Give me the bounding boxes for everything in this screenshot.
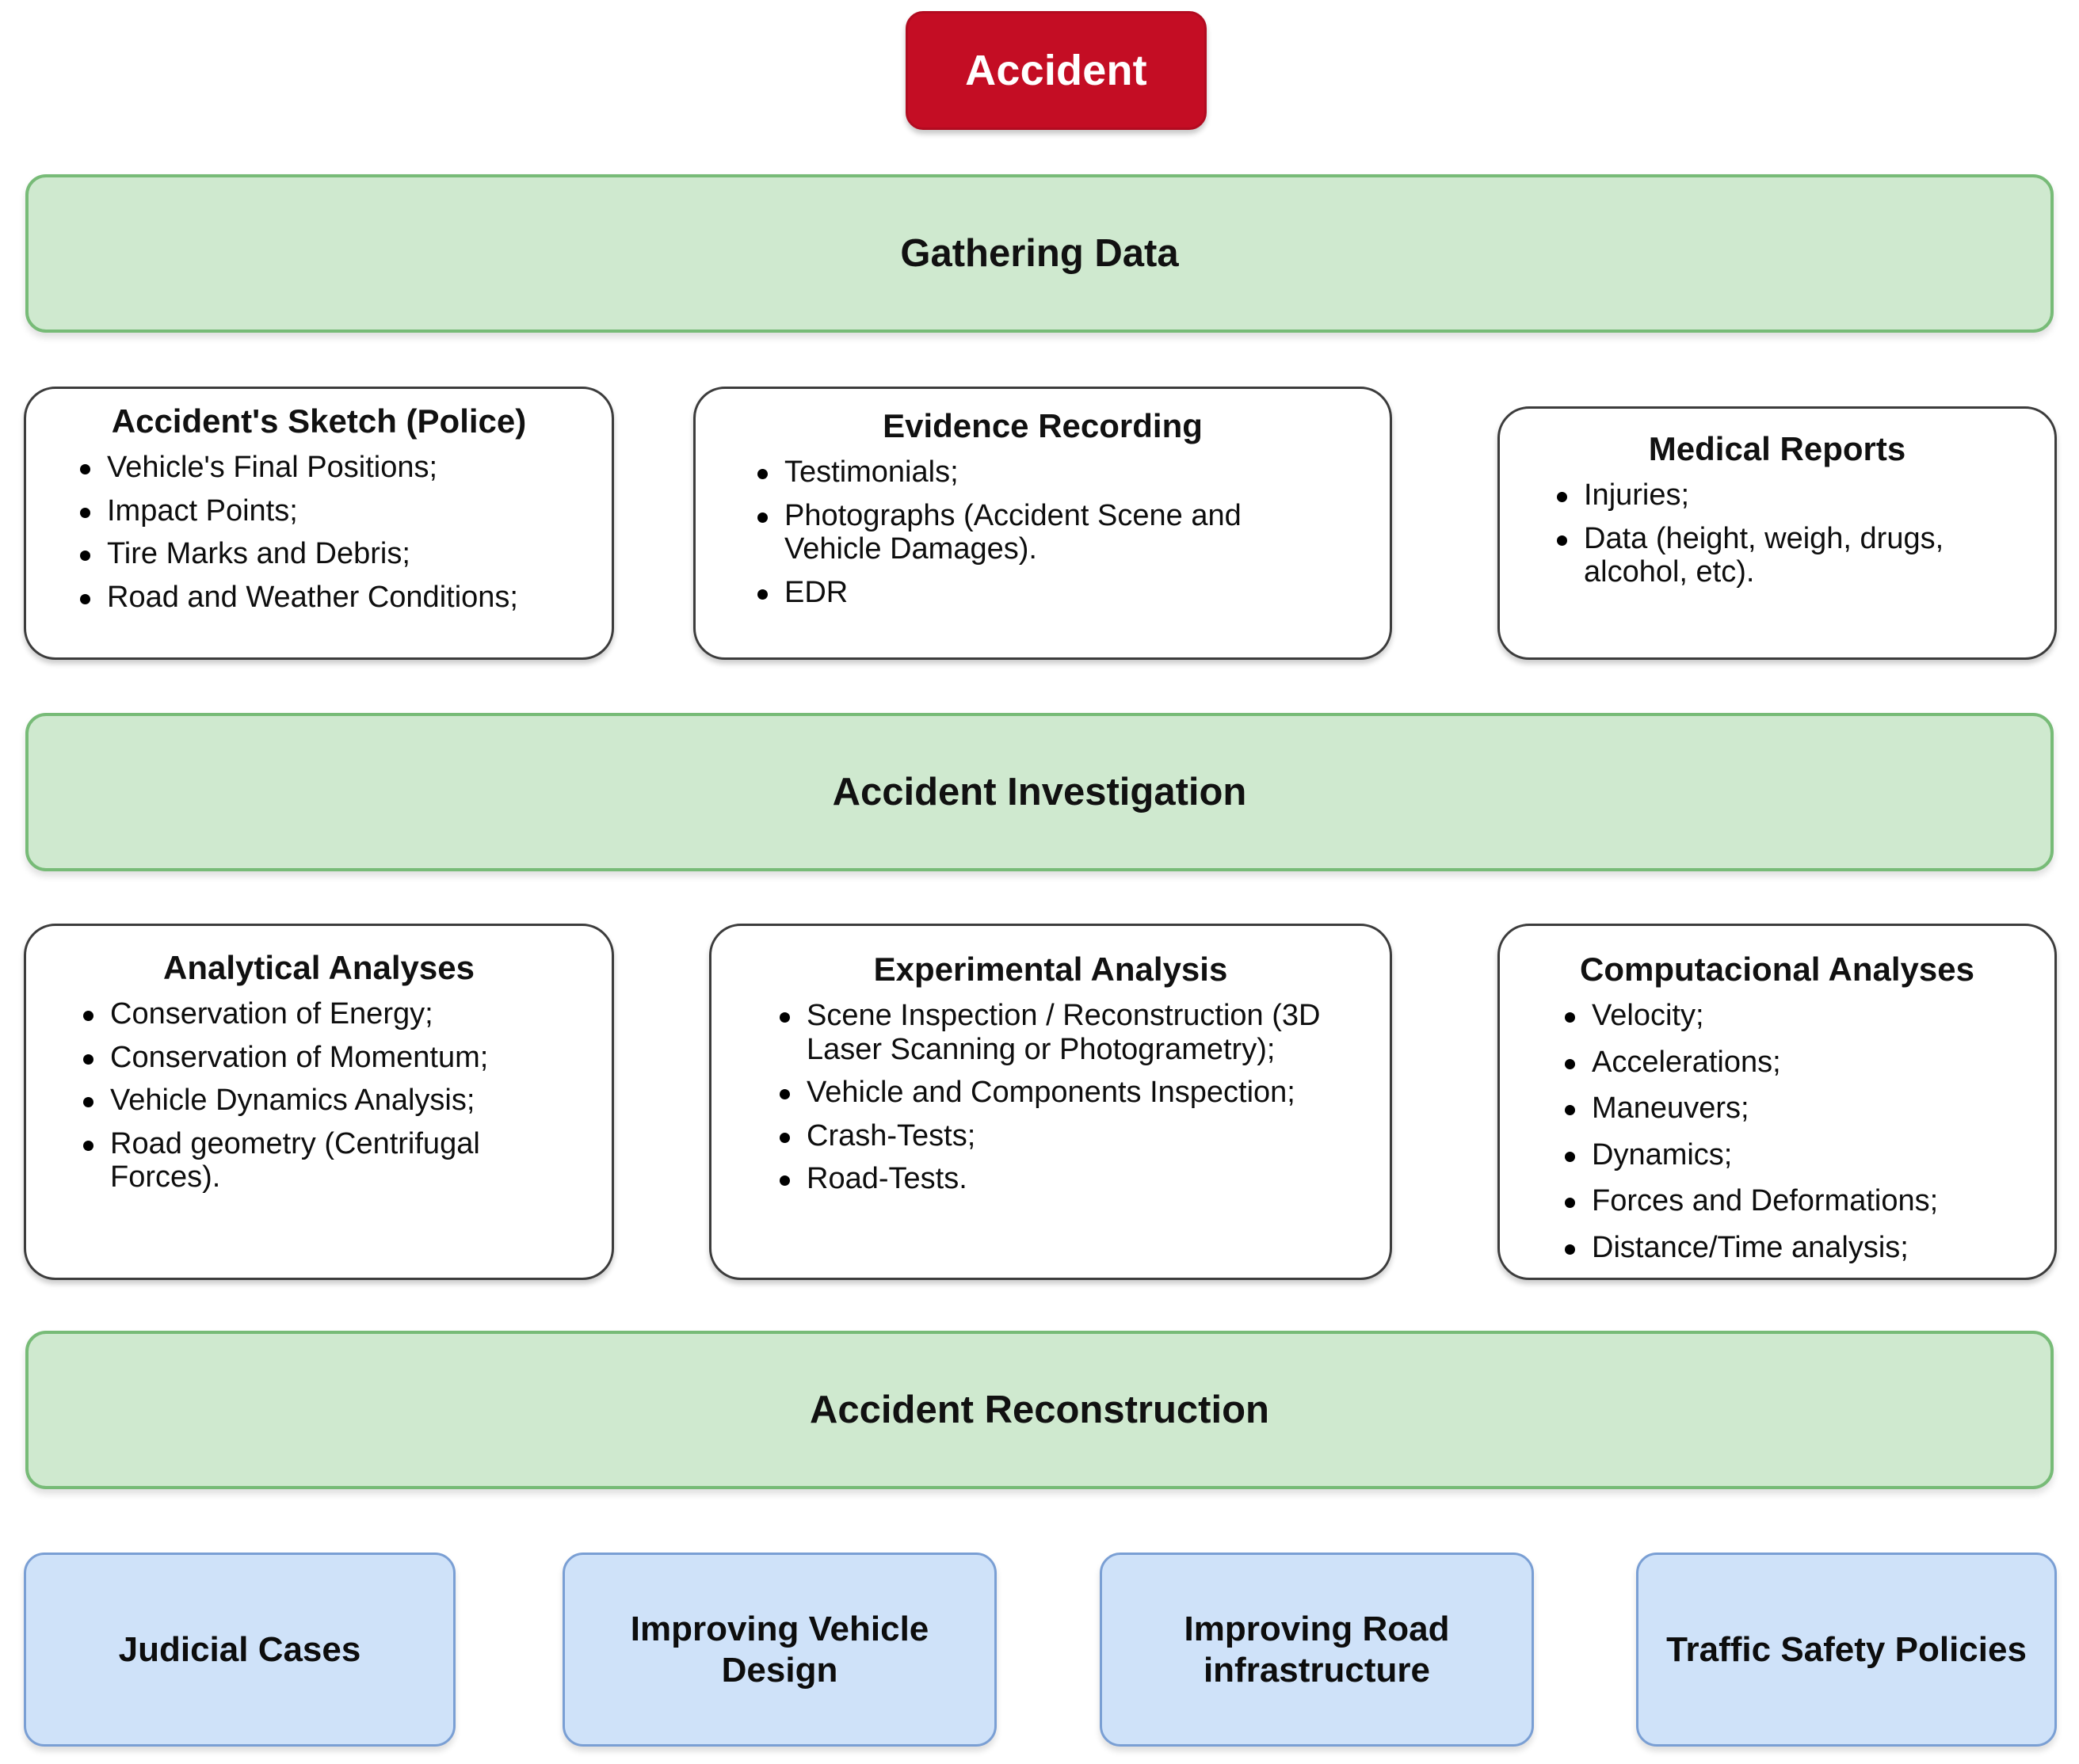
outcome-box-improving-road-infrastructure[interactable]: Improving Road infrastructure xyxy=(1100,1553,1534,1747)
card-experimental-analysis[interactable]: Experimental Analysis Scene Inspection /… xyxy=(709,924,1392,1280)
list-item: Testimonials; xyxy=(757,455,1334,490)
stage-banner-gathering-data[interactable]: Gathering Data xyxy=(25,174,2054,333)
card-bullet-list: Conservation of Energy; Conservation of … xyxy=(34,997,604,1194)
list-item: Accelerations; xyxy=(1565,1046,2031,1080)
outcome-box-label: Judicial Cases xyxy=(118,1629,361,1669)
outcome-box-label: Improving Road infrastructure xyxy=(1184,1609,1450,1690)
list-item: Distance/Time analysis; xyxy=(1565,1231,2031,1265)
outcome-box-judicial-cases[interactable]: Judicial Cases xyxy=(24,1553,456,1747)
list-item: Vehicle and Components Inspection; xyxy=(780,1076,1363,1110)
stage-banner-label: Accident Reconstruction xyxy=(810,1388,1269,1431)
card-title: Experimental Analysis xyxy=(873,951,1228,988)
card-bullet-list: Scene Inspection / Reconstruction (3D La… xyxy=(719,999,1382,1196)
card-bullet-list: Vehicle's Final Positions; Impact Points… xyxy=(34,451,604,614)
card-title: Analytical Analyses xyxy=(163,949,475,986)
card-title: Accident's Sketch (Police) xyxy=(111,402,527,440)
card-title: Evidence Recording xyxy=(883,407,1203,444)
outcome-box-label: Improving Vehicle Design xyxy=(630,1609,929,1690)
list-item: Injuries; xyxy=(1557,478,2015,512)
card-bullet-list: Injuries; Data (height, weigh, drugs, al… xyxy=(1508,478,2047,589)
list-item: Velocity; xyxy=(1565,999,2031,1033)
stage-banner-accident-reconstruction[interactable]: Accident Reconstruction xyxy=(25,1331,2054,1489)
list-item: Conservation of Momentum; xyxy=(83,1041,572,1075)
list-item: Photographs (Accident Scene and Vehicle … xyxy=(757,499,1334,566)
list-item: Data (height, weigh, drugs, alcohol, etc… xyxy=(1557,522,2015,589)
outcome-box-label: Traffic Safety Policies xyxy=(1666,1629,2027,1669)
card-evidence-recording[interactable]: Evidence Recording Testimonials; Photogr… xyxy=(693,387,1392,660)
list-item: Tire Marks and Debris; xyxy=(80,537,589,571)
list-item: EDR xyxy=(757,576,1334,610)
list-item: Vehicle Dynamics Analysis; xyxy=(83,1084,572,1118)
list-item: Crash-Tests; xyxy=(780,1119,1363,1153)
list-item: Vehicle's Final Positions; xyxy=(80,451,589,485)
list-item: Road and Weather Conditions; xyxy=(80,581,589,615)
card-bullet-list: Testimonials; Photographs (Accident Scen… xyxy=(704,455,1382,609)
stage-banner-label: Gathering Data xyxy=(900,231,1179,275)
stage-banner-label: Accident Investigation xyxy=(832,770,1247,813)
card-analytical-analyses[interactable]: Analytical Analyses Conservation of Ener… xyxy=(24,924,614,1280)
list-item: Road geometry (Centrifugal Forces). xyxy=(83,1127,572,1194)
outcome-box-traffic-safety-policies[interactable]: Traffic Safety Policies xyxy=(1636,1553,2057,1747)
card-computacional-analyses[interactable]: Computacional Analyses Velocity; Acceler… xyxy=(1497,924,2057,1280)
list-item: Maneuvers; xyxy=(1565,1092,2031,1126)
stage-banner-accident-investigation[interactable]: Accident Investigation xyxy=(25,713,2054,871)
card-medical-reports[interactable]: Medical Reports Injuries; Data (height, … xyxy=(1497,406,2057,660)
card-title: Computacional Analyses xyxy=(1580,951,1974,988)
list-item: Forces and Deformations; xyxy=(1565,1184,2031,1218)
list-item: Impact Points; xyxy=(80,494,589,528)
card-accidents-sketch-police[interactable]: Accident's Sketch (Police) Vehicle's Fin… xyxy=(24,387,614,660)
outcome-box-improving-vehicle-design[interactable]: Improving Vehicle Design xyxy=(563,1553,997,1747)
card-title: Medical Reports xyxy=(1648,430,1906,467)
accident-root-node[interactable]: Accident xyxy=(906,11,1207,130)
list-item: Road-Tests. xyxy=(780,1162,1363,1196)
list-item: Scene Inspection / Reconstruction (3D La… xyxy=(780,999,1363,1066)
accident-root-label: Accident xyxy=(965,47,1147,94)
card-bullet-list: Velocity; Accelerations; Maneuvers; Dyna… xyxy=(1508,999,2047,1264)
list-item: Dynamics; xyxy=(1565,1138,2031,1172)
list-item: Conservation of Energy; xyxy=(83,997,572,1031)
